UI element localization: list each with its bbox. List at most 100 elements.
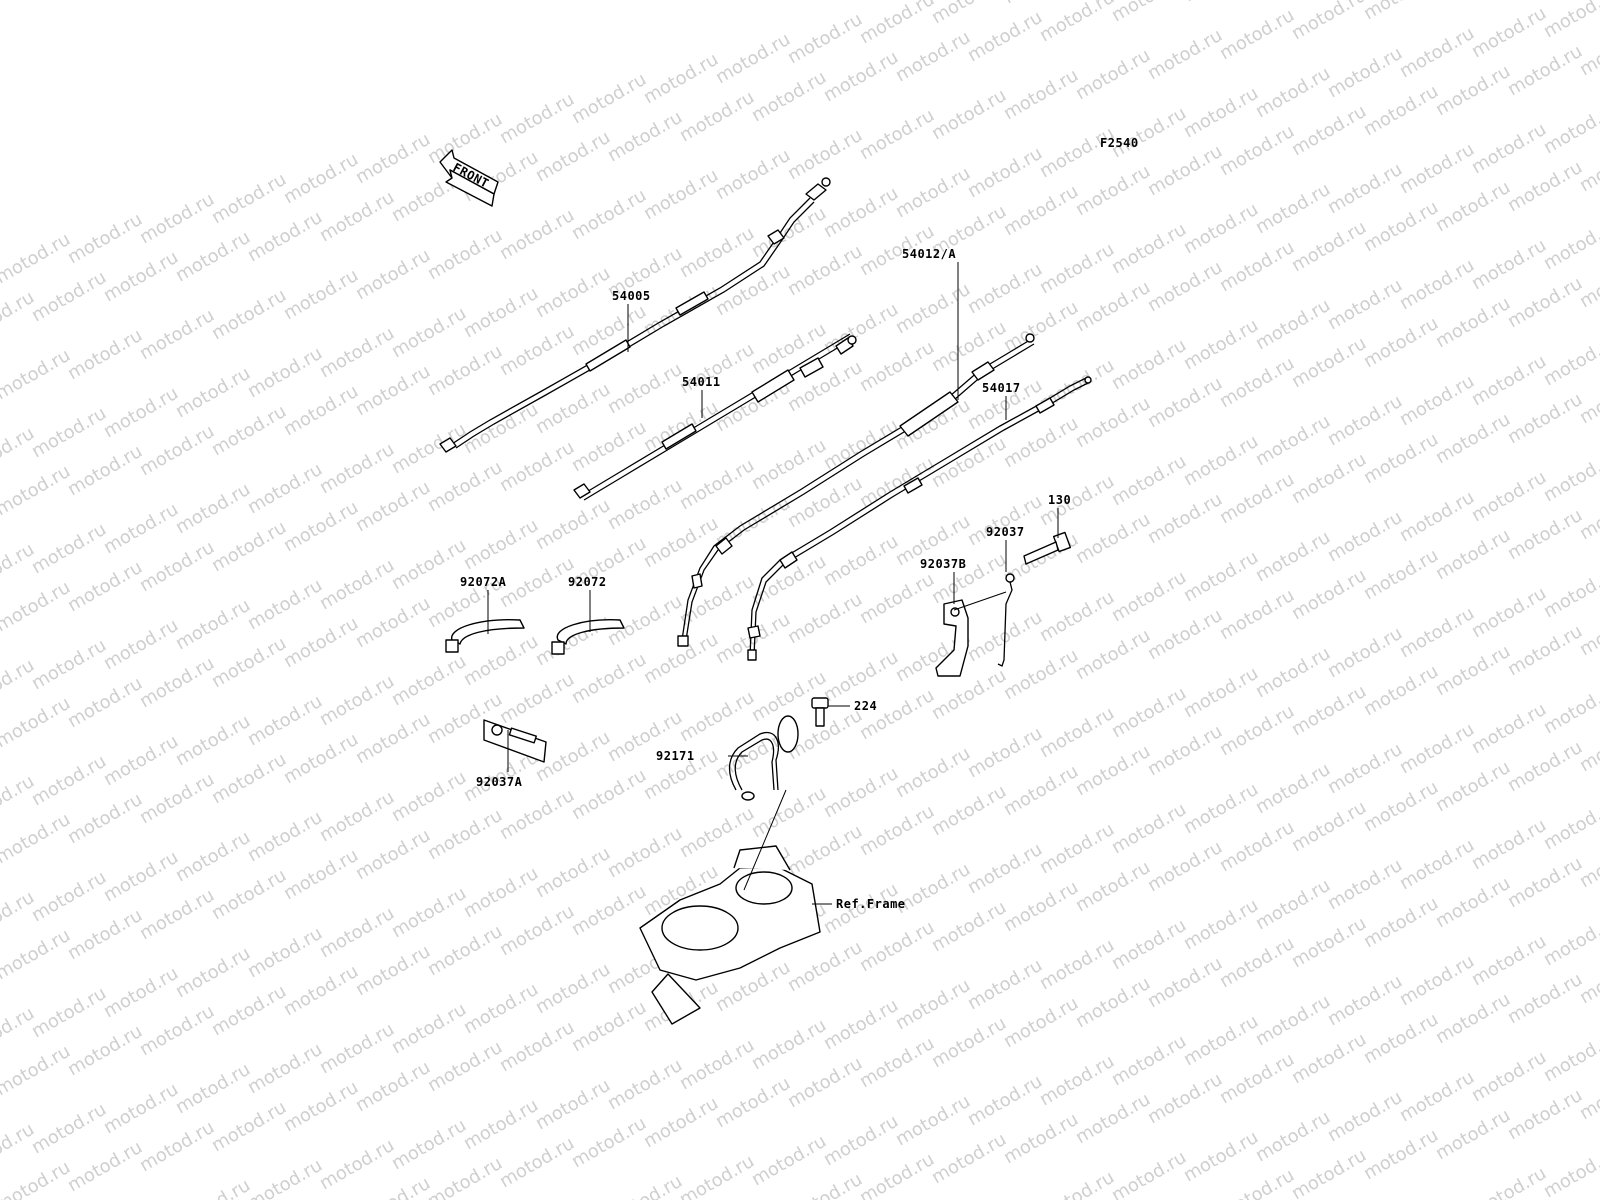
watermark-text: motod.ru (352, 129, 434, 188)
watermark-text: motod.ru (532, 959, 614, 1018)
watermark-text: motod.ru (676, 223, 758, 282)
watermark-text: motod.ru (1144, 1069, 1226, 1128)
wire-guide-92171 (728, 715, 799, 801)
watermark-text: motod.ru (424, 1153, 506, 1200)
watermark-text: motod.ru (460, 515, 542, 574)
watermark-text: motod.ru (1396, 1067, 1478, 1126)
watermark-text: motod.ru (1540, 447, 1600, 506)
watermark-text: motod.ru (64, 1021, 146, 1080)
watermark-text: motod.ru (1468, 931, 1550, 990)
watermark-text: motod.ru (820, 1111, 902, 1170)
watermark-text: motod.ru (244, 1039, 326, 1098)
watermark-text: motod.ru (352, 593, 434, 652)
watermark-text: motod.ru (496, 553, 578, 612)
watermark-text: motod.ru (532, 1075, 614, 1134)
watermark-text: motod.ru (532, 127, 614, 186)
watermark-text: motod.ru (964, 1071, 1046, 1130)
watermark-text: motod.ru (1180, 1011, 1262, 1070)
watermark-text: motod.ru (1000, 65, 1082, 124)
watermark-text: motod.ru (1036, 587, 1118, 646)
watermark-text: motod.ru (1324, 1087, 1406, 1146)
watermark-text: motod.ru (244, 1155, 326, 1200)
watermark-text: motod.ru (1360, 313, 1442, 372)
watermark-text: motod.ru (28, 983, 110, 1042)
watermark-text: motod.ru (1036, 0, 1118, 46)
watermark-text: motod.ru (280, 1077, 362, 1136)
watermark-text: motod.ru (1504, 737, 1586, 796)
watermark-text: motod.ru (0, 461, 74, 520)
watermark-text: motod.ru (1108, 915, 1190, 974)
watermark-text: motod.ru (1216, 353, 1298, 412)
watermark-text: motod.ru (1000, 297, 1082, 356)
watermark-text: motod.ru (712, 145, 794, 204)
watermark-text: motod.ru (1252, 179, 1334, 238)
watermark-text: motod.ru (1540, 911, 1600, 970)
watermark-text: motod.ru (532, 495, 614, 554)
watermark-text: motod.ru (1504, 389, 1586, 448)
watermark-text: motod.ru (28, 867, 110, 926)
figure-code: F2540 (1100, 136, 1139, 150)
watermark-text: motod.ru (1000, 0, 1082, 8)
watermark-text: motod.ru (316, 903, 398, 962)
watermark-text: motod.ru (1288, 681, 1370, 740)
watermark-text: motod.ru (316, 787, 398, 846)
plate-92037a (483, 719, 547, 763)
watermark-text: motod.ru (172, 363, 254, 422)
watermark-text: motod.ru (604, 1171, 686, 1200)
watermark-text: motod.ru (28, 751, 110, 810)
clamp-band-92072 (551, 619, 625, 655)
watermark-text: motod.ru (0, 345, 74, 404)
watermark-text: motod.ru (424, 341, 506, 400)
watermark-text: motod.ru (1216, 1165, 1298, 1200)
watermark-text: motod.ru (1072, 1089, 1154, 1148)
watermark-text: motod.ru (136, 1001, 218, 1060)
watermark-text: motod.ru (1432, 177, 1514, 236)
watermark-text: motod.ru (136, 421, 218, 480)
watermark-text: motod.ru (316, 1135, 398, 1194)
watermark-text: motod.ru (856, 917, 938, 976)
watermark-text: motod.ru (1468, 815, 1550, 874)
watermark-text: motod.ru (280, 613, 362, 672)
watermark-text: motod.ru (1252, 643, 1334, 702)
watermark-text: motod.ru (1072, 161, 1154, 220)
watermark-text: motod.ru (1072, 625, 1154, 684)
watermark-text: motod.ru (388, 651, 470, 710)
watermark-text: motod.ru (1144, 25, 1226, 84)
watermark-text: motod.ru (1468, 699, 1550, 758)
watermark-text: motod.ru (1504, 1085, 1586, 1144)
watermark-text: motod.ru (496, 321, 578, 380)
watermark-text: motod.ru (1144, 605, 1226, 664)
watermark-text: motod.ru (532, 263, 614, 322)
watermark-text: motod.ru (1180, 431, 1262, 490)
watermark-text: motod.ru (964, 839, 1046, 898)
watermark-text: motod.ru (928, 781, 1010, 840)
cable-54017 (747, 376, 1092, 661)
watermark-text: motod.ru (1468, 351, 1550, 410)
watermark-text: motod.ru (244, 207, 326, 266)
watermark-text: motod.ru (424, 1037, 506, 1096)
watermark-text: motod.ru (100, 615, 182, 674)
watermark-text: motod.ru (496, 669, 578, 728)
watermark-text: motod.ru (1108, 451, 1190, 510)
watermark-text: motod.ru (1072, 509, 1154, 568)
watermark-text: motod.ru (1324, 623, 1406, 682)
watermark-text: motod.ru (820, 415, 902, 474)
watermark-text: motod.ru (1216, 121, 1298, 180)
watermark-text: motod.ru (100, 847, 182, 906)
watermark-text: motod.ru (1468, 3, 1550, 62)
part-label-54012-a: 54012/A (902, 247, 956, 261)
watermark-text: motod.ru (1396, 255, 1478, 314)
part-label-54005: 54005 (612, 289, 651, 303)
watermark-text: motod.ru (352, 1173, 434, 1200)
watermark-text: motod.ru (424, 805, 506, 864)
watermark-text: motod.ru (460, 979, 542, 1038)
watermark-text: motod.ru (676, 339, 758, 398)
watermark-text: motod.ru (820, 299, 902, 358)
watermark-text: motod.ru (1108, 683, 1190, 742)
watermark-text: motod.ru (1216, 933, 1298, 992)
watermark-text: motod.ru (100, 247, 182, 306)
watermark-text: motod.ru (316, 1019, 398, 1078)
watermark-text: motod.ru (64, 325, 146, 384)
